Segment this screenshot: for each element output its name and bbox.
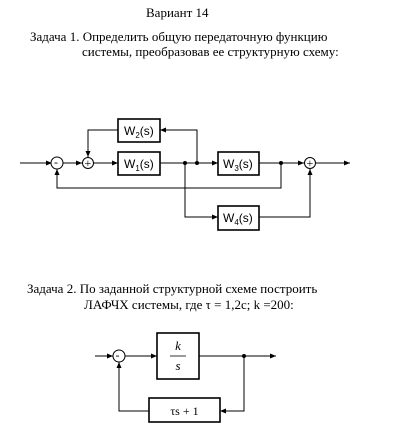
task2-statement-line2: ЛАФЧХ системы, где τ = 1,2с; k =200: [84,297,294,312]
task1-statement-line2: системы, преобразовав ее структурную схе… [82,44,339,59]
block-w1: W1(s) [117,151,161,176]
task2-feedback-block: τs + 1 [148,397,221,423]
svg-text:W4(s): W4(s) [223,211,253,227]
task1-sum1-minus-sign: - [54,155,58,169]
feedback-label: τs + 1 [170,404,198,418]
w2-main: W [124,124,136,138]
task2-statement-line1: Задача 2. По заданной структурной схеме … [27,281,318,296]
svg-text:W3(s): W3(s) [223,157,253,173]
task1-block-diagram: - + + W2(s) W1(s) W3(s) W4(s) [20,118,350,231]
task2-sum-minus-sign: - [116,348,120,362]
w2-sub: 2 [135,131,140,140]
block-w4: W4(s) [217,205,260,231]
w3-main: W [223,157,235,171]
w1-arg: (s) [140,157,154,171]
w3-sub: 3 [234,164,239,173]
w3-arg: (s) [239,157,253,171]
task2-block-diagram: - k s τs + 1 [95,332,276,423]
forward-denominator: s [175,358,180,373]
w1-main: W [124,157,136,171]
svg-text:W2(s): W2(s) [124,124,154,140]
task2-sum-junction: - [112,348,126,363]
task1-sum3-junction: + [304,156,316,170]
task1-sum2-plus-sign: + [85,156,92,170]
task1-sum2-junction: + [82,156,94,170]
block-w2: W2(s) [117,118,161,143]
w2-arg: (s) [140,124,154,138]
svg-text:W1(s): W1(s) [124,157,154,173]
task1-sum3-plus-sign: + [307,156,314,170]
w4-arg: (s) [239,211,253,225]
task1-sum1-junction: - [50,155,64,170]
task2-forward-block: k s [156,332,200,380]
forward-numerator: k [175,338,181,353]
w4-main: W [223,211,235,225]
w1-sub: 1 [135,164,140,173]
block-w3: W3(s) [217,151,260,176]
w4-sub: 4 [234,218,239,227]
variant-title: Вариант 14 [146,5,209,20]
task1-statement-line1: Задача 1. Определить общую передаточную … [30,29,328,44]
